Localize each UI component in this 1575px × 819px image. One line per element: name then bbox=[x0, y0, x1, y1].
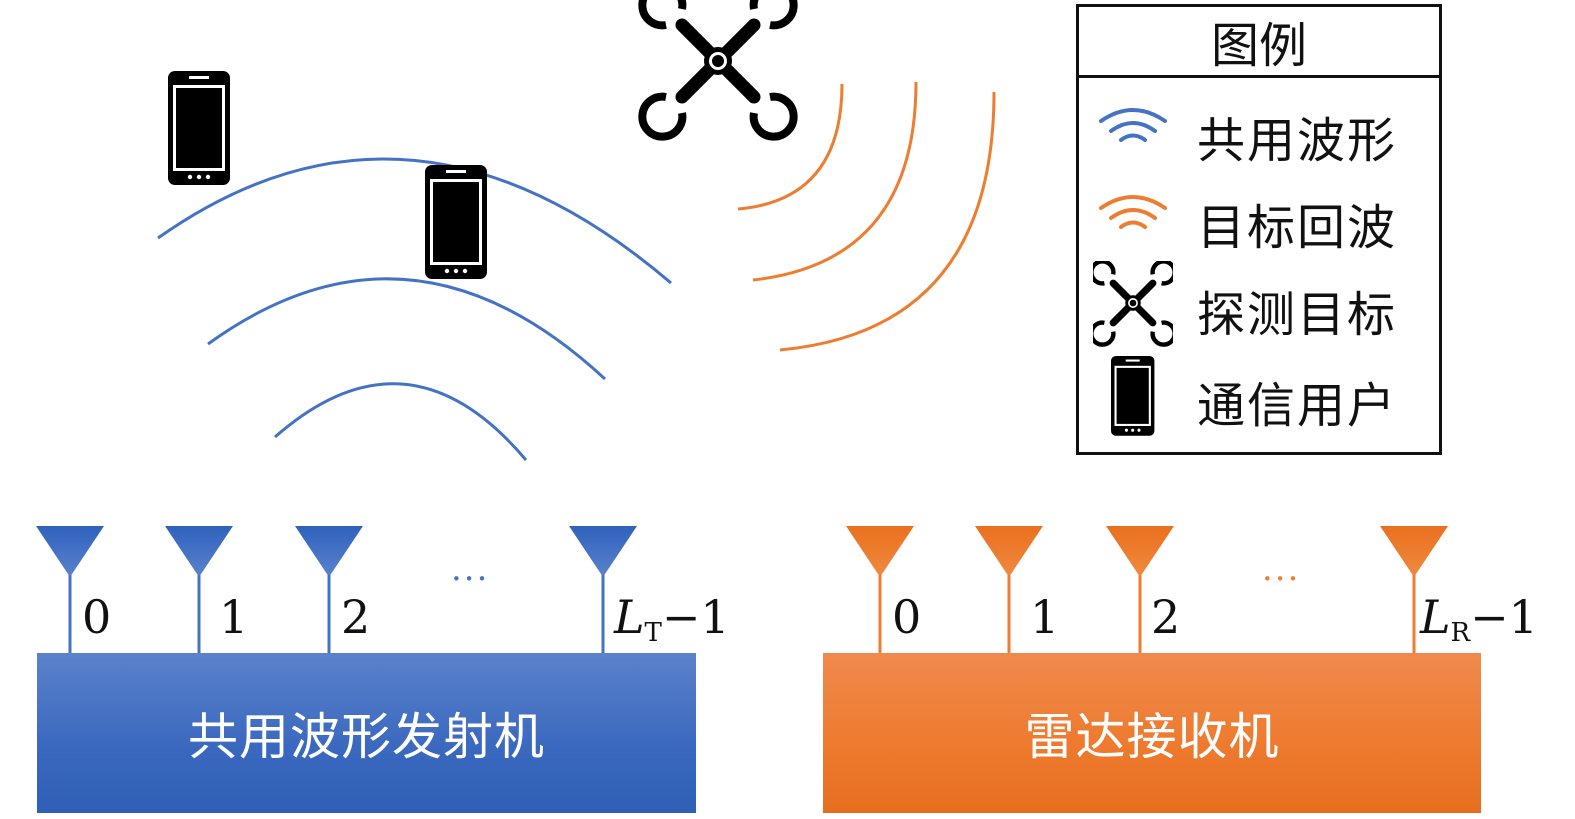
tx-antenna-2 bbox=[295, 526, 363, 653]
legend-item-communication-user: 通信用户 bbox=[1079, 352, 1439, 438]
rx-antenna-1 bbox=[975, 526, 1043, 653]
tx-last-symbol: L bbox=[614, 590, 645, 644]
rx-last-subscript: R bbox=[1450, 618, 1471, 648]
shared-wave-arc-outer bbox=[157, 157, 672, 285]
tx-last-subscript: T bbox=[644, 618, 662, 648]
rx-antenna-2 bbox=[1106, 526, 1174, 653]
tx-antenna-label-2: 2 bbox=[341, 590, 371, 644]
target-echo-arcs bbox=[737, 81, 996, 352]
rx-antenna-label-2: 2 bbox=[1151, 590, 1181, 644]
shared-wave-arc-middle bbox=[207, 277, 607, 381]
legend-item-target-echo: 目标回波 bbox=[1079, 174, 1439, 260]
legend-label-communication-user: 通信用户 bbox=[1197, 378, 1398, 434]
rx-antenna-last bbox=[1380, 526, 1448, 653]
legend-item-shared-waveform: 共用波形 bbox=[1079, 87, 1439, 173]
echo-arc-inner bbox=[737, 83, 844, 211]
legend-box: 图例 共用波形 目标回波 探测目标 通信用户 bbox=[1076, 4, 1442, 455]
tx-antenna-last bbox=[569, 526, 637, 653]
rx-antenna-0 bbox=[846, 526, 914, 653]
legend-label-shared-waveform: 共用波形 bbox=[1197, 113, 1398, 169]
transmitter-antennas bbox=[36, 526, 637, 653]
shared-waveform-arcs bbox=[157, 157, 672, 461]
smartphone-icon bbox=[168, 71, 230, 185]
legend-item-detection-target: 探测目标 bbox=[1079, 261, 1439, 347]
rx-ellipsis: ··· bbox=[1262, 559, 1301, 599]
legend-label-target-echo: 目标回波 bbox=[1197, 200, 1398, 256]
tx-antenna-label-0: 0 bbox=[82, 590, 112, 644]
tx-ellipsis: ··· bbox=[451, 559, 490, 599]
drone-icon bbox=[642, 0, 793, 137]
transmitter-box: 共用波形发射机 bbox=[37, 653, 696, 813]
legend-label-detection-target: 探测目标 bbox=[1197, 287, 1398, 343]
receiver-label: 雷达接收机 bbox=[1024, 708, 1280, 766]
legend-title: 图例 bbox=[1079, 7, 1439, 78]
echo-arc-outer bbox=[779, 91, 996, 352]
drone-icon bbox=[1093, 261, 1173, 347]
shared-wave-arc-inner bbox=[274, 382, 528, 461]
rx-last-symbol: L bbox=[1420, 590, 1451, 644]
smartphone-icon bbox=[425, 165, 487, 279]
rx-last-antenna-label: LR−1 bbox=[1420, 594, 1538, 646]
rx-antenna-label-1: 1 bbox=[1030, 590, 1060, 644]
receiver-antennas bbox=[846, 526, 1448, 653]
rx-antenna-label-0: 0 bbox=[892, 590, 922, 644]
tx-last-suffix: −1 bbox=[661, 590, 730, 644]
receiver-box: 雷达接收机 bbox=[823, 653, 1481, 813]
echo-arc-middle bbox=[752, 81, 918, 282]
tx-antenna-0 bbox=[36, 526, 104, 653]
tx-antenna-label-1: 1 bbox=[219, 590, 249, 644]
tx-last-antenna-label: LT−1 bbox=[614, 594, 730, 646]
wave-blue-icon bbox=[1099, 108, 1167, 142]
tx-antenna-1 bbox=[165, 526, 233, 653]
smartphone-icon bbox=[1111, 356, 1155, 436]
transmitter-label: 共用波形发射机 bbox=[188, 708, 545, 766]
rx-last-suffix: −1 bbox=[1470, 590, 1538, 644]
wave-orange-icon bbox=[1099, 195, 1167, 229]
